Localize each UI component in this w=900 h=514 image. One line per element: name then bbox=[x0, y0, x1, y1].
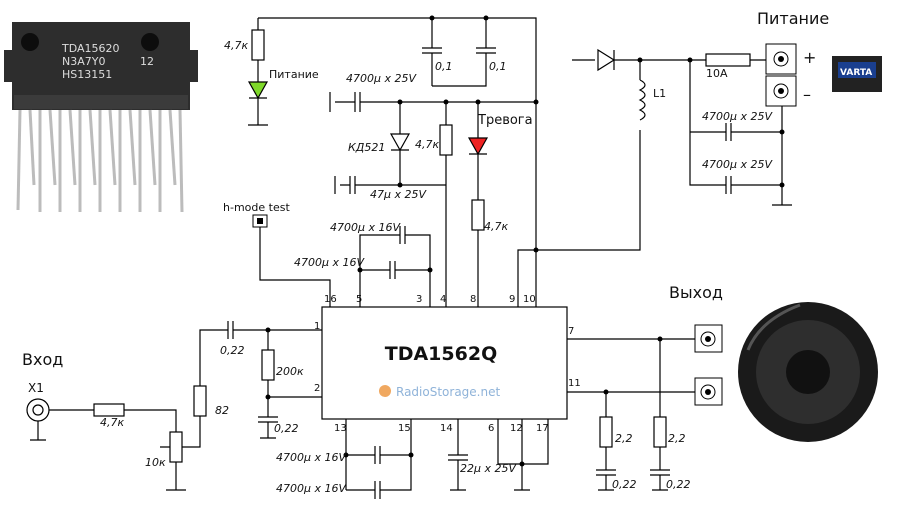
label-c022a: 0,22 bbox=[612, 478, 637, 491]
label-c022b: 0,22 bbox=[666, 478, 691, 491]
pin-1: 1 bbox=[314, 321, 320, 332]
pin-5: 5 bbox=[356, 294, 362, 305]
ic-photo-line2: N3A7Y0 bbox=[62, 55, 105, 68]
label-r200: 200к bbox=[276, 365, 304, 378]
label-c4700-16c: 4700µ x 16V bbox=[276, 451, 347, 464]
pin-14: 14 bbox=[440, 423, 453, 434]
ic-photo-line1: TDA15620 bbox=[61, 42, 120, 55]
pin-10: 10 bbox=[523, 294, 536, 305]
power-minus: – bbox=[803, 85, 811, 104]
pin-12: 12 bbox=[510, 423, 523, 434]
label-c022-2: 0,22 bbox=[274, 422, 299, 435]
label-c4700-25: 4700µ x 25V bbox=[346, 72, 417, 85]
watermark-logo bbox=[379, 385, 391, 397]
label-r-led: 4,7к bbox=[224, 39, 248, 52]
header-input: Вход bbox=[22, 350, 63, 369]
battery-image: VARTA bbox=[832, 56, 882, 92]
output-terminals bbox=[694, 324, 723, 406]
ic-photo: TDA15620 N3A7Y0 HS13151 12 bbox=[4, 22, 198, 213]
ic-photo-line3: HS13151 bbox=[62, 68, 112, 81]
pin-8: 8 bbox=[470, 294, 476, 305]
input-wiring bbox=[26, 321, 322, 491]
label-kd521: КД521 bbox=[348, 141, 385, 154]
label-c01a: 0,1 bbox=[435, 60, 453, 73]
label-c-out2: 4700µ x 25V bbox=[702, 158, 773, 171]
label-r47-in: 4,7к bbox=[100, 416, 124, 429]
label-r82: 82 bbox=[215, 404, 229, 417]
pin-6: 6 bbox=[488, 423, 494, 434]
label-c22: 22µ x 25V bbox=[460, 462, 517, 475]
chip-body bbox=[321, 306, 568, 420]
label-r22b: 2,2 bbox=[668, 432, 686, 445]
label-r22a: 2,2 bbox=[615, 432, 633, 445]
speaker-image bbox=[738, 302, 878, 442]
pin-11: 11 bbox=[568, 378, 581, 389]
label-c47: 47µ x 25V bbox=[370, 188, 427, 201]
header-power: Питание bbox=[757, 9, 829, 28]
pin-9: 9 bbox=[509, 294, 515, 305]
header-output: Выход bbox=[669, 283, 723, 302]
battery-brand: VARTA bbox=[840, 68, 872, 78]
pin-17: 17 bbox=[536, 423, 549, 434]
ic-photo-num: 12 bbox=[140, 55, 154, 68]
label-c4700-16a: 4700µ x 16V bbox=[330, 221, 401, 234]
pin-7: 7 bbox=[568, 326, 574, 337]
watermark-text: RadioStorage.net bbox=[396, 385, 500, 399]
pin-15: 15 bbox=[398, 423, 411, 434]
label-c4700-16b: 4700µ x 16V bbox=[294, 256, 365, 269]
label-c01b: 0,1 bbox=[489, 60, 507, 73]
label-c-out1: 4700µ x 25V bbox=[702, 110, 773, 123]
label-x1: X1 bbox=[28, 381, 44, 395]
pin-2: 2 bbox=[314, 383, 320, 394]
label-fuse: 10A bbox=[706, 67, 728, 80]
top-wiring bbox=[247, 17, 792, 307]
label-r47-mid: 4,7к bbox=[415, 138, 439, 151]
label-c4700-16d: 4700µ x 16V bbox=[276, 482, 347, 495]
label-r47-alarm: 4,7к bbox=[484, 220, 508, 233]
label-c022-in: 0,22 bbox=[220, 344, 245, 357]
power-plus: + bbox=[803, 48, 816, 67]
pin-13: 13 bbox=[334, 423, 347, 434]
pin-3: 3 bbox=[416, 294, 422, 305]
pin-4: 4 bbox=[440, 294, 446, 305]
label-led-power: Питание bbox=[269, 68, 319, 81]
output-wiring bbox=[567, 338, 700, 491]
power-terminals: + – bbox=[765, 43, 816, 107]
label-l1: L1 bbox=[653, 87, 666, 100]
chip-label: TDA1562Q bbox=[385, 343, 497, 365]
label-pot: 10к bbox=[145, 456, 166, 469]
label-alarm: Тревога bbox=[477, 113, 533, 128]
label-hmode: h-mode test bbox=[223, 201, 290, 214]
